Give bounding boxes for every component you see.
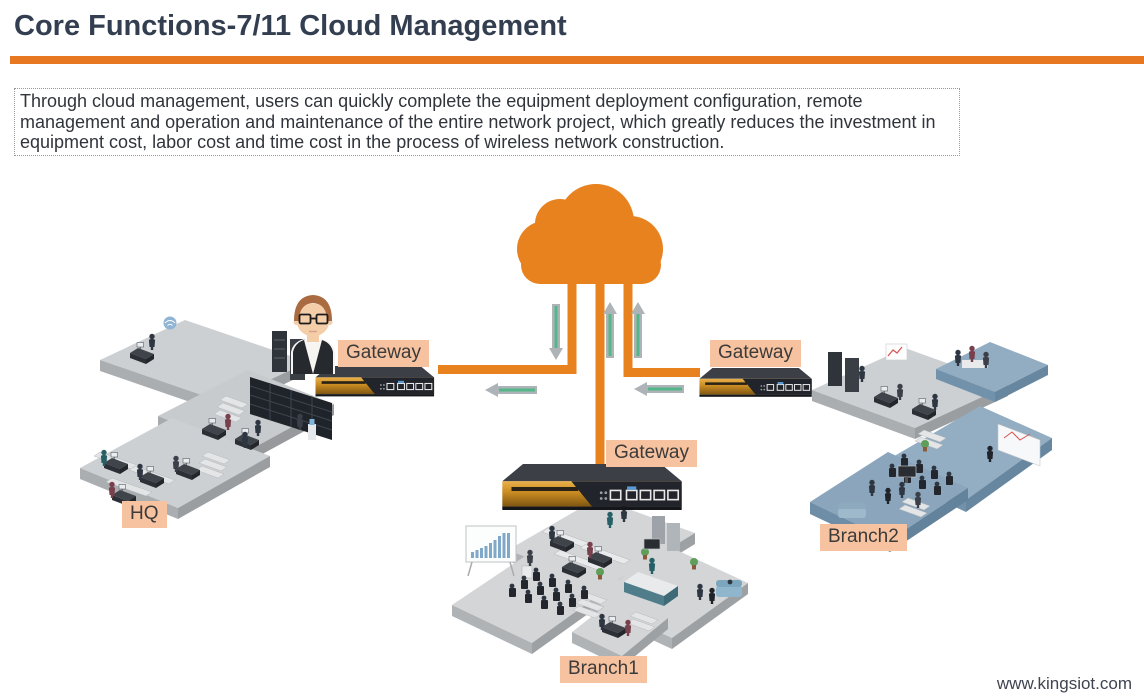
page-title: Core Functions-7/11 Cloud Management (14, 10, 567, 42)
description-text: Through cloud management, users can quic… (20, 91, 936, 152)
label-gateway-branch1: Gateway (606, 440, 697, 467)
title-underline (10, 56, 1144, 64)
branch2-office-illustration (810, 342, 1052, 552)
label-gateway-branch2: Gateway (710, 340, 801, 367)
whiteboard-chart-icon (465, 525, 517, 577)
gateway-device-branch2 (698, 367, 813, 398)
description-box: Through cloud management, users can quic… (14, 88, 960, 156)
arrow-left-hq-icon (485, 383, 537, 397)
link-cloud-to-hq-gateway (438, 278, 577, 374)
label-hq: HQ (122, 501, 167, 528)
admin-person-icon (291, 295, 335, 374)
arrow-up-right-icon (631, 302, 645, 358)
chart-poster-icon (885, 343, 908, 361)
branch1-office-illustration (452, 498, 748, 667)
website-url: www.kingsiot.com (996, 674, 1132, 693)
arrow-down-icon (549, 304, 563, 360)
wifi-badge-icon (163, 316, 177, 330)
label-gateway-hq: Gateway (338, 340, 429, 367)
arrow-up-middle-icon (603, 302, 617, 358)
gateway-device-branch1 (501, 463, 683, 511)
link-cloud-to-branch2-gateway (623, 278, 700, 377)
label-branch2: Branch2 (820, 524, 907, 551)
label-branch1: Branch1 (560, 656, 647, 683)
arrow-left-branch2-icon (634, 382, 684, 396)
cloud-icon (517, 184, 663, 284)
